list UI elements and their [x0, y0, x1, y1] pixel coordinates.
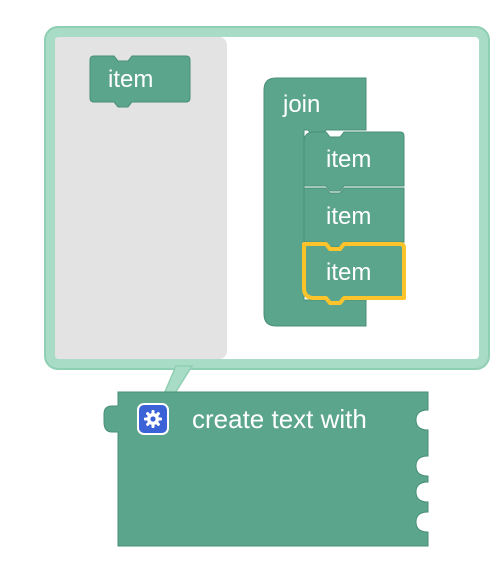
join-item-label-3: item — [326, 259, 372, 286]
flyout-item-block[interactable] — [89, 55, 191, 108]
create-text-with-block[interactable] — [103, 391, 429, 547]
join-item-block-3-selected[interactable] — [302, 242, 406, 305]
join-label: join — [283, 91, 321, 118]
join-item-block-1[interactable] — [303, 131, 405, 192]
create-text-with-label: create text with — [192, 404, 367, 434]
join-item-label-2: item — [326, 203, 372, 230]
gear-icon — [144, 410, 162, 428]
join-item-label-1: item — [326, 146, 372, 173]
mutator-gear-button[interactable] — [137, 403, 169, 435]
flyout-item-label: item — [108, 66, 154, 93]
